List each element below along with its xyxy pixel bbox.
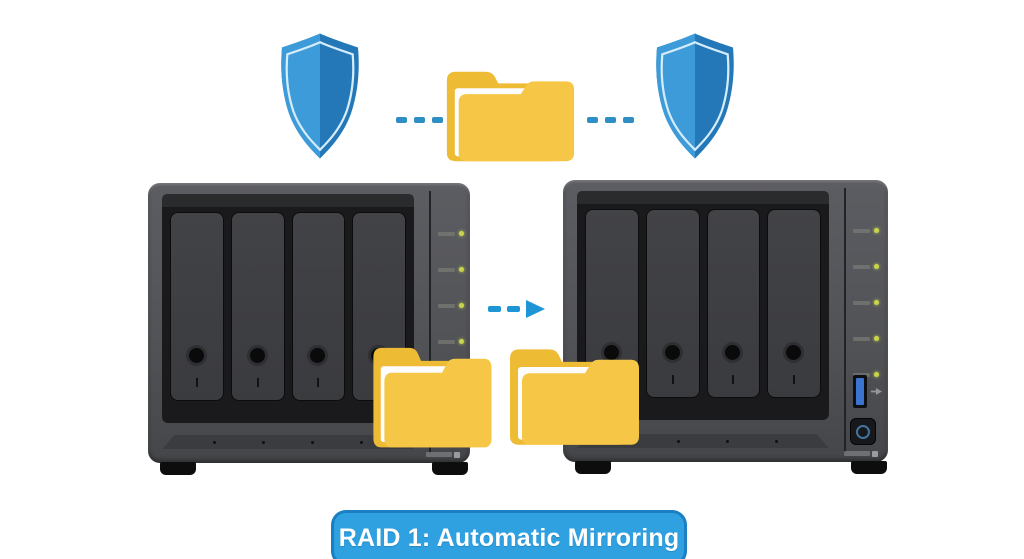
bay-lock-icon: [786, 344, 802, 360]
led-indicator: [853, 336, 879, 341]
shield-icon: [645, 30, 745, 163]
panel-seam: [429, 191, 431, 455]
status-led: [874, 336, 879, 341]
arrow-right-icon: [488, 300, 545, 318]
led-indicator: [438, 339, 464, 344]
status-led: [459, 303, 464, 308]
brand-label: [844, 450, 878, 457]
caption-badge: RAID 1: Automatic Mirroring: [331, 510, 687, 559]
drive-bay: [230, 212, 285, 401]
dashed-connector-right: [587, 117, 634, 123]
bay-lock-icon: [603, 344, 619, 360]
led-indicator: [438, 267, 464, 272]
arrow-head: [526, 300, 545, 318]
bay-lock-icon: [310, 347, 326, 363]
nas-bottom-vent: [162, 435, 414, 449]
folder-icon: [440, 61, 580, 168]
led-indicator: [438, 231, 464, 236]
led-indicator: [853, 264, 879, 269]
drive-bay: [706, 209, 761, 398]
status-led: [874, 228, 879, 233]
bay-lock-icon: [725, 344, 741, 360]
panel-seam: [844, 188, 846, 454]
nas-top-recess: [577, 191, 829, 205]
status-led: [459, 267, 464, 272]
status-led: [874, 300, 879, 305]
device-foot: [432, 462, 468, 475]
drive-bay: [291, 212, 346, 401]
bay-lock-icon: [188, 347, 204, 363]
power-button: [850, 418, 876, 445]
status-led: [459, 231, 464, 236]
device-foot: [160, 462, 196, 475]
bay-lock-icon: [249, 347, 265, 363]
device-foot: [851, 461, 887, 474]
dashed-connector-left: [396, 117, 443, 123]
status-led: [459, 339, 464, 344]
status-led: [874, 264, 879, 269]
led-indicator: [853, 372, 879, 377]
brand-label: [426, 451, 460, 458]
led-indicator: [853, 300, 879, 305]
led-indicator: [438, 303, 464, 308]
led-indicator: [853, 228, 879, 233]
folder-icon: [367, 336, 497, 455]
status-led: [874, 372, 879, 377]
caption-text: RAID 1: Automatic Mirroring: [338, 523, 680, 552]
usb-icon: [871, 388, 882, 395]
drive-bay: [767, 209, 821, 398]
device-foot: [575, 461, 611, 474]
power-icon: [856, 424, 870, 439]
usb-port: [853, 375, 867, 408]
nas-top-recess: [162, 194, 414, 208]
drive-bay: [170, 212, 224, 401]
bay-lock-icon: [664, 344, 680, 360]
folder-icon: [503, 338, 645, 452]
shield-icon: [270, 30, 370, 163]
drive-bay: [645, 209, 700, 398]
